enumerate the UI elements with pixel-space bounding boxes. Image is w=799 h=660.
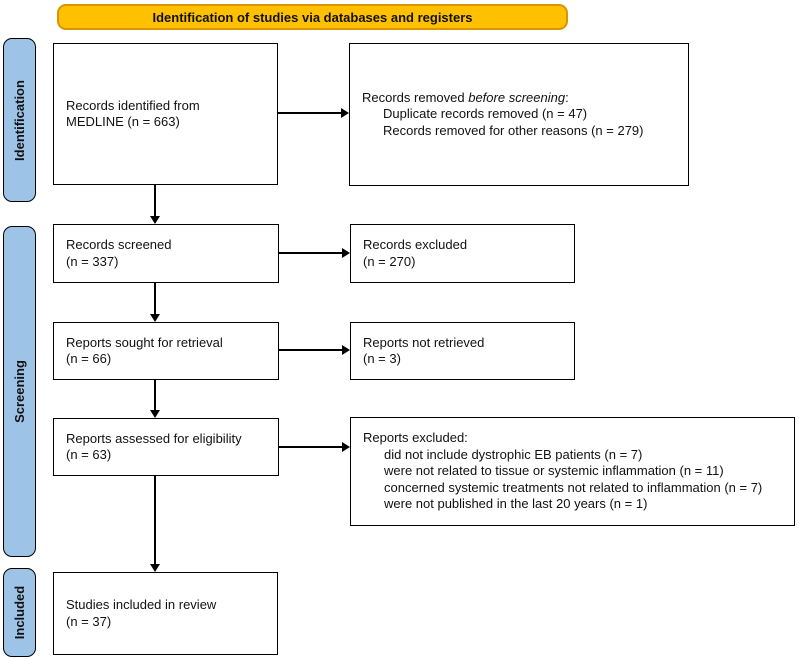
box-line: (n = 337)	[66, 253, 119, 269]
box-reports-assessed: Reports assessed for eligibility (n = 63…	[53, 418, 279, 476]
arrow-line-identified-to-removed	[278, 112, 341, 114]
arrow-line-screened-to-excluded	[279, 252, 342, 254]
box-reports-sought: Reports sought for retrieval (n = 66)	[53, 322, 279, 380]
box-line: Records removed for other reasons (n = 2…	[383, 122, 644, 138]
stage-included: Included	[3, 568, 36, 657]
box-line: (n = 66)	[66, 351, 112, 366]
arrowhead-down-icon	[150, 314, 160, 322]
box-line: were not related to tissue or systemic i…	[384, 463, 724, 479]
stage-screening-label: Screening	[12, 360, 28, 423]
box-reports-not-retrieved: Reports not retrieved (n = 3)	[350, 322, 575, 380]
box-line: Reports excluded:	[363, 430, 468, 446]
box-studies-included: Studies included in review (n = 37)	[53, 572, 278, 655]
box-line: Records screened	[66, 237, 172, 252]
box-records-screened: Records screened (n = 337)	[53, 224, 279, 283]
box-line: Reports sought for retrieval	[66, 334, 223, 350]
box-line: concerned systemic treatments not relate…	[384, 479, 763, 495]
box-line: (n = 37)	[66, 613, 112, 629]
arrowhead-right-icon	[341, 108, 349, 118]
arrowhead-down-icon	[150, 410, 160, 418]
banner-label: Identification of studies via databases …	[152, 9, 473, 25]
box-line: (n = 270)	[363, 253, 416, 269]
box-records-identified: Records identified from MEDLINE (n = 663…	[53, 43, 278, 185]
arrowhead-down-icon	[150, 564, 160, 572]
box-line: (n = 3)	[363, 351, 401, 366]
box-line: were not published in the last 20 years …	[384, 496, 648, 512]
arrowhead-right-icon	[342, 442, 350, 452]
arrow-line-assessed-to-included	[154, 476, 156, 564]
stage-identification: Identification	[3, 38, 36, 202]
box-line: Records identified from	[66, 97, 200, 113]
box-line: Records excluded	[363, 237, 468, 252]
stage-screening: Screening	[3, 226, 36, 557]
arrow-line-sought-to-notretrieved	[279, 349, 342, 351]
box-line-italic-text: before screening	[468, 89, 566, 105]
arrow-line-assessed-to-excluded	[279, 446, 342, 448]
stage-identification-label: Identification	[12, 79, 28, 161]
banner: Identification of studies via databases …	[57, 4, 568, 30]
box-line: Studies included in review	[66, 597, 217, 612]
arrow-line-screened-to-sought	[154, 283, 156, 314]
box-line-text: Records removed	[362, 89, 469, 105]
box-line: MEDLINE (n = 663)	[66, 114, 180, 129]
box-records-excluded: Records excluded (n = 270)	[350, 224, 575, 283]
arrowhead-right-icon	[342, 345, 350, 355]
arrowhead-down-icon	[150, 216, 160, 224]
box-line: Records removed before screening:	[362, 90, 680, 107]
arrow-line-identified-to-screened	[154, 185, 156, 216]
box-line: did not include dystrophic EB patients (…	[384, 446, 643, 462]
box-line: Reports assessed for eligibility	[66, 430, 242, 446]
arrow-line-sought-to-assessed	[154, 380, 156, 410]
box-line: Reports not retrieved	[363, 334, 485, 350]
stage-included-label: Included	[12, 585, 28, 640]
arrowhead-right-icon	[342, 248, 350, 258]
box-line-text: :	[565, 89, 569, 105]
box-line: (n = 63)	[66, 447, 112, 462]
box-records-removed: Records removed before screening: Duplic…	[349, 43, 689, 186]
box-reports-excluded: Reports excluded: did not include dystro…	[350, 417, 795, 526]
box-line: Duplicate records removed (n = 47)	[383, 106, 588, 122]
